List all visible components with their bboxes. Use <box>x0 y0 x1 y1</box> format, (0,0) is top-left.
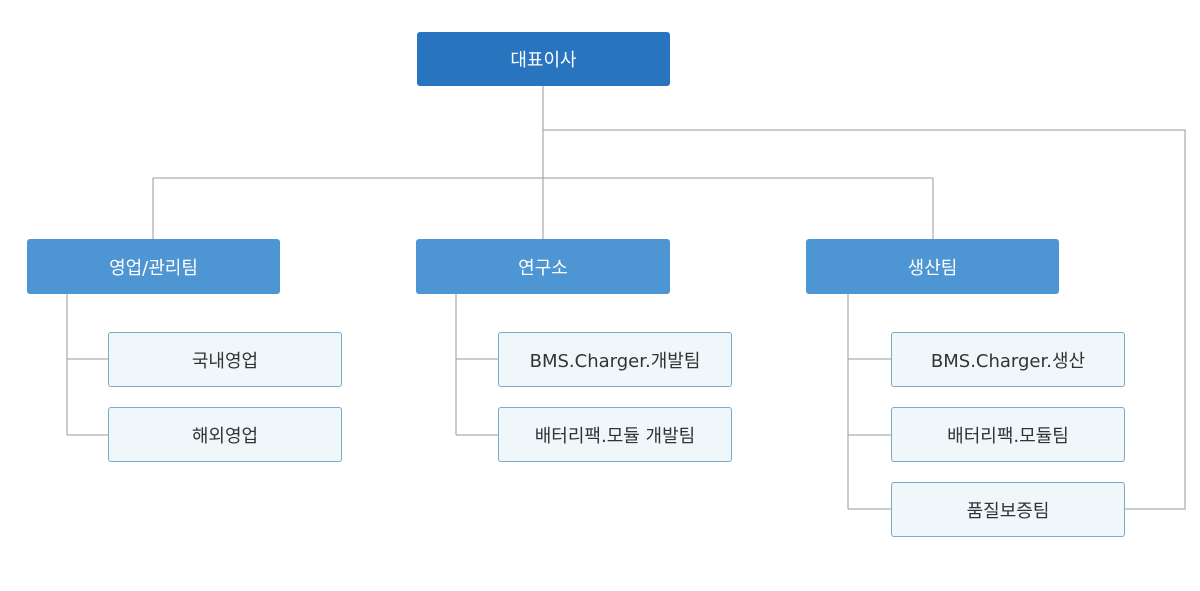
dept-box-research: 연구소 <box>416 239 670 294</box>
dept-box-production: 생산팀 <box>806 239 1059 294</box>
team-box-domestic-sales: 국내영업 <box>108 332 342 387</box>
team-box-battery-pack-module: 배터리팩.모듈팀 <box>891 407 1125 462</box>
dept-box-sales-admin: 영업/관리팀 <box>27 239 280 294</box>
quality-direct-line <box>543 129 1186 510</box>
team-box-bms-charger-dev: BMS.Charger.개발팀 <box>498 332 732 387</box>
team-box-battery-pack-module-dev: 배터리팩.모듈 개발팀 <box>498 407 732 462</box>
team-box-overseas-sales: 해외영업 <box>108 407 342 462</box>
team-box-quality-assurance: 품질보증팀 <box>891 482 1125 537</box>
ceo-box: 대표이사 <box>417 32 670 86</box>
team-box-bms-charger-production: BMS.Charger.생산 <box>891 332 1125 387</box>
